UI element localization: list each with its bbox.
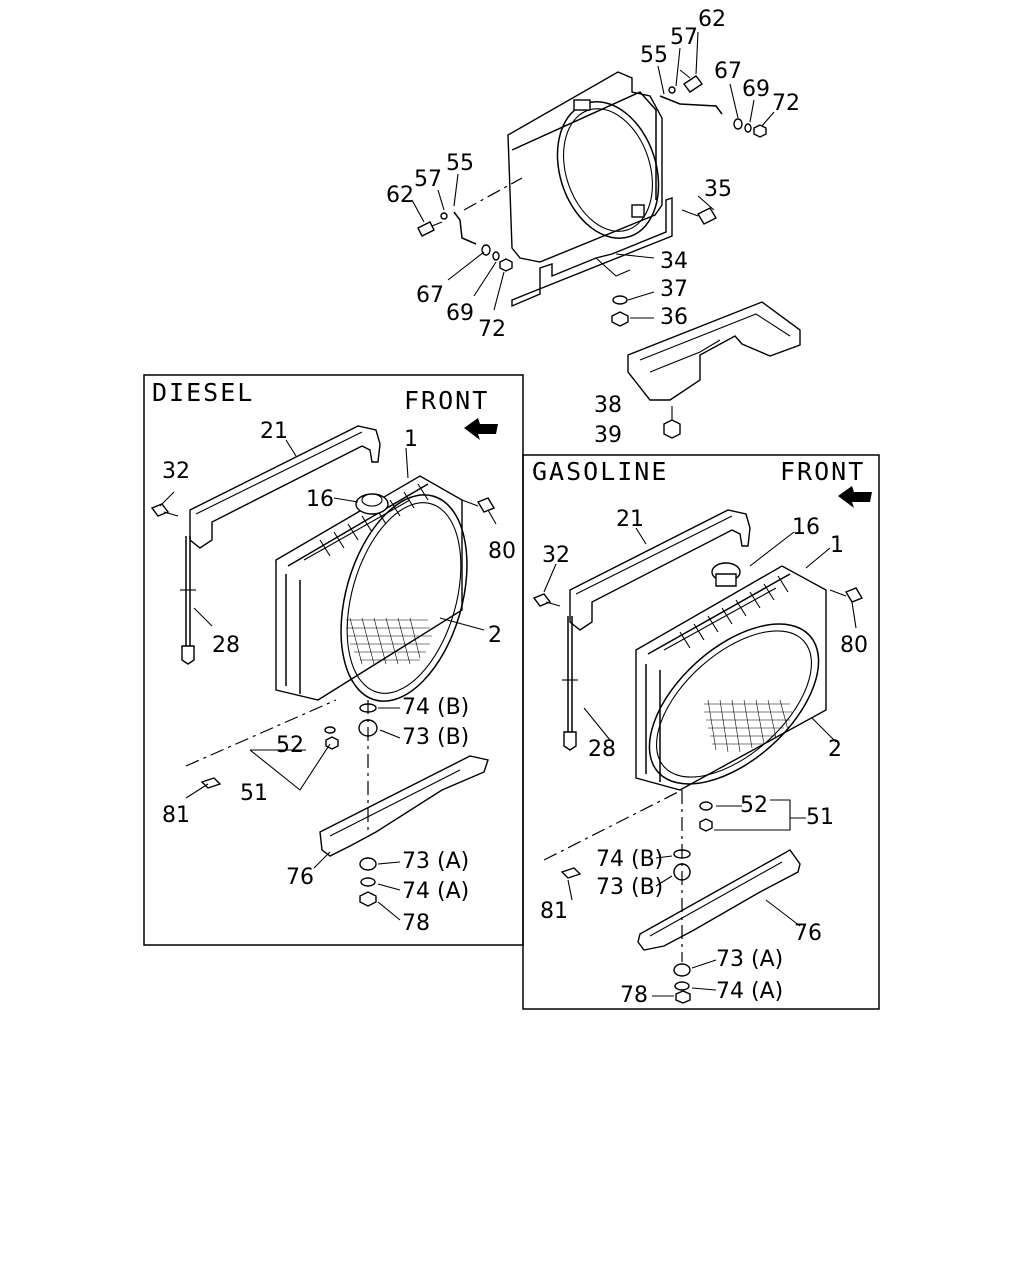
- washer-57-top-icon: [668, 86, 676, 94]
- gasoline-label-81: 81: [540, 899, 568, 924]
- top-label-38: 38: [594, 393, 622, 418]
- gasoline-label-74a: 74 (A): [716, 979, 783, 1004]
- bolt-62-top-icon: [679, 69, 704, 93]
- top-label-67b: 67: [416, 283, 444, 308]
- gasoline-label-73b: 73 (B): [596, 875, 663, 900]
- gasoline-radiator-cap-16-icon: [711, 562, 741, 587]
- diesel-label-74a: 74 (A): [402, 879, 469, 904]
- diesel-title: DIESEL: [152, 378, 254, 407]
- washer-57-left-icon: [440, 212, 448, 220]
- gasoline-label-51: 51: [806, 805, 834, 830]
- diesel-stay-rod-28-icon: [180, 536, 196, 665]
- diesel-core-mesh: [346, 617, 432, 665]
- nut-72-left-icon: [499, 258, 513, 272]
- diesel-label-2: 2: [488, 623, 502, 648]
- washer-67-left-icon: [481, 244, 491, 256]
- diesel-label-81: 81: [162, 803, 190, 828]
- top-label-57a: 57: [670, 25, 698, 50]
- washer-67-top-icon: [733, 118, 743, 130]
- gasoline-label-21: 21: [616, 507, 644, 532]
- top-label-55b: 55: [446, 151, 474, 176]
- gasoline-front-arrow-icon: [838, 486, 872, 508]
- top-label-69b: 69: [446, 301, 474, 326]
- gasoline-label-52: 52: [740, 793, 768, 818]
- gasoline-bolt-32-icon: [532, 593, 561, 607]
- diesel-bolt-80-icon: [461, 497, 496, 513]
- top-label-69a: 69: [742, 77, 770, 102]
- bolt-62-left-icon: [417, 221, 443, 237]
- diesel-label-73b: 73 (B): [402, 725, 469, 750]
- diesel-washer-52-icon: [324, 726, 336, 734]
- gasoline-label-78: 78: [620, 983, 648, 1008]
- gasoline-label-28: 28: [588, 737, 616, 762]
- diesel-label-78: 78: [402, 911, 430, 936]
- top-label-62b: 62: [386, 183, 414, 208]
- diesel-front-label: FRONT: [404, 386, 489, 415]
- gasoline-label-2: 2: [828, 737, 842, 762]
- gasoline-nut-78-icon: [675, 990, 691, 1004]
- diesel-label-1: 1: [404, 427, 418, 452]
- top-label-36: 36: [660, 305, 688, 330]
- gasoline-title: GASOLINE: [532, 457, 668, 486]
- top-label-37: 37: [660, 277, 688, 302]
- top-label-39: 39: [594, 423, 622, 448]
- gasoline-label-76: 76: [794, 921, 822, 946]
- washer-69-left-icon: [492, 251, 500, 261]
- diesel-washer-74a-icon: [360, 877, 376, 887]
- washer-37-icon: [612, 295, 628, 305]
- gasoline-screw-81-icon: [560, 867, 582, 879]
- top-label-35: 35: [704, 177, 732, 202]
- diesel-label-73a: 73 (A): [402, 849, 469, 874]
- top-fan-shroud-assembly: 62 57 55 67 69 72 62 57 55 67 69 72 35 3…: [386, 7, 801, 448]
- diesel-label-80: 80: [488, 539, 516, 564]
- top-label-72b: 72: [478, 317, 506, 342]
- top-label-67a: 67: [714, 59, 742, 84]
- gasoline-rubber-73a-icon: [673, 963, 691, 977]
- gasoline-washer-52-icon: [699, 801, 713, 811]
- gasoline-front-label: FRONT: [780, 457, 865, 486]
- diesel-label-21: 21: [260, 419, 288, 444]
- top-label-72a: 72: [772, 91, 800, 116]
- gasoline-washer-74a-icon: [674, 981, 690, 991]
- gasoline-core-mesh: [704, 699, 792, 753]
- diesel-radiator-cap-16-icon: [355, 493, 389, 515]
- diesel-label-52: 52: [276, 733, 304, 758]
- diesel-label-28: 28: [212, 633, 240, 658]
- gasoline-label-80: 80: [840, 633, 868, 658]
- diesel-bolt-32-icon: [150, 503, 179, 517]
- gasoline-bolt-80-icon: [829, 587, 864, 603]
- nut-36-icon: [611, 311, 629, 327]
- diesel-label-16: 16: [306, 487, 334, 512]
- pipe-55-left-icon: [453, 211, 477, 245]
- gasoline-label-74b: 74 (B): [596, 847, 663, 872]
- bolt-35-icon: [681, 207, 717, 225]
- diesel-nut-78-icon: [359, 891, 377, 907]
- diesel-rubber-73a-icon: [359, 857, 377, 871]
- top-label-62a: 62: [698, 7, 726, 32]
- diesel-label-51: 51: [240, 781, 268, 806]
- top-label-57b: 57: [414, 167, 442, 192]
- washer-69-top-icon: [744, 123, 752, 133]
- gasoline-panel-frame: [522, 454, 880, 1010]
- bolt-39-icon: [663, 406, 681, 439]
- diesel-label-74b: 74 (B): [402, 695, 469, 720]
- gasoline-label-32: 32: [542, 543, 570, 568]
- pipe-55-top-icon: [659, 95, 723, 115]
- gasoline-label-16: 16: [792, 515, 820, 540]
- top-label-55a: 55: [640, 43, 668, 68]
- top-label-34: 34: [660, 249, 688, 274]
- gasoline-label-1: 1: [830, 533, 844, 558]
- gasoline-bolt-51-icon: [699, 818, 713, 832]
- gasoline-label-73a: 73 (A): [716, 947, 783, 972]
- gasoline-panel: GASOLINE FRONT: [522, 454, 880, 1010]
- diesel-front-arrow-icon: [464, 418, 498, 440]
- nut-72-top-icon: [753, 124, 767, 138]
- diesel-panel: DIESEL FRONT: [143, 374, 524, 946]
- diesel-label-76: 76: [286, 865, 314, 890]
- diesel-label-32: 32: [162, 459, 190, 484]
- gasoline-stay-rod-28-icon: [562, 616, 578, 751]
